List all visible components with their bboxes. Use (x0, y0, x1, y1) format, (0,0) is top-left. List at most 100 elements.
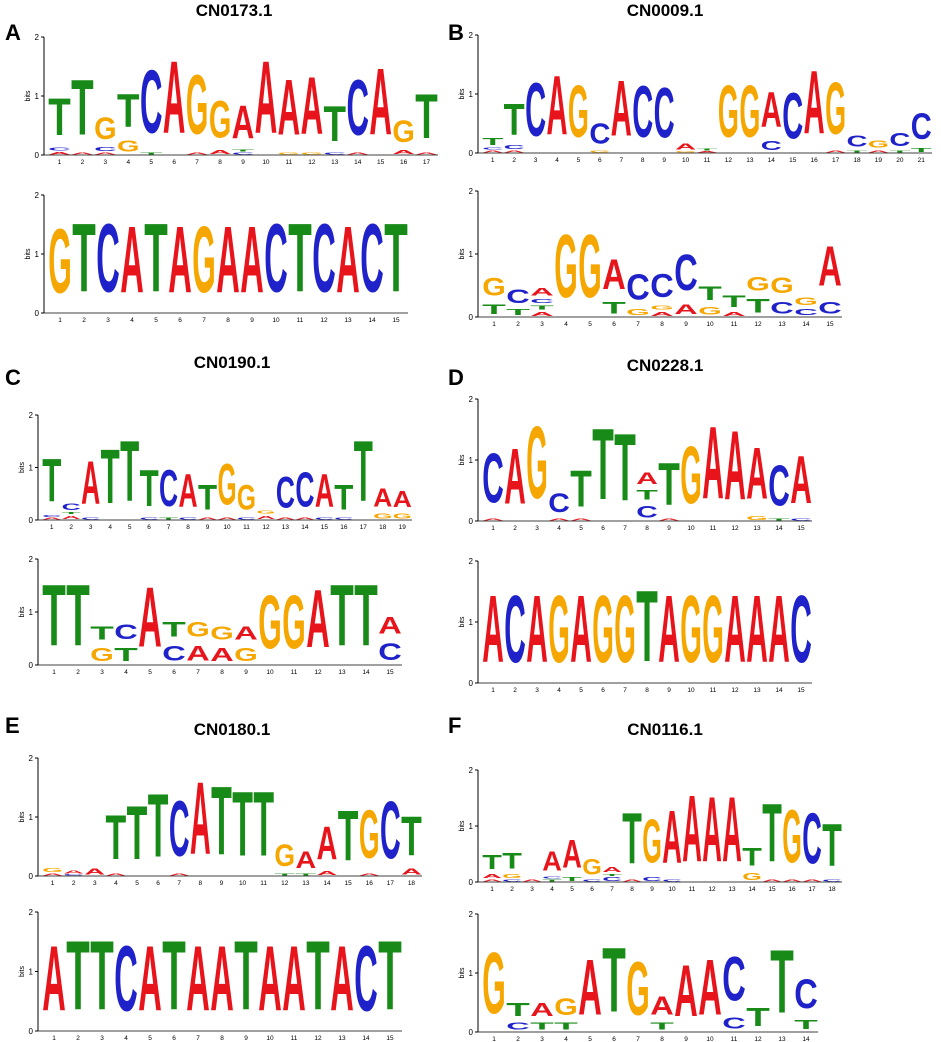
logo-letter-C: C (232, 152, 255, 155)
logo-letter-C: C (542, 877, 562, 880)
y-tick-label: 0 (469, 313, 474, 322)
sequence-logo: bits0121A2T3T4C5A6T7A8A9T10A11A12T13A14C… (19, 908, 402, 1042)
x-tick-label: 4 (124, 669, 128, 676)
logo-letter-A: A (240, 208, 264, 314)
logo-letter-C: C (504, 144, 525, 150)
x-tick-label: 1 (492, 1036, 496, 1042)
y-tick-label: 0 (29, 661, 34, 670)
logo-letter-A: A (702, 406, 724, 521)
logo-letter-A: A (658, 576, 680, 683)
x-tick-label: 8 (199, 880, 203, 887)
x-tick-label: 6 (612, 321, 616, 328)
x-tick-label: 3 (104, 159, 108, 166)
logo-letter-C: C (602, 877, 622, 883)
logo-letter-G: G (825, 67, 846, 149)
panel-title: CN0228.1 (627, 356, 704, 375)
logo-letter-C: C (81, 517, 101, 520)
logo-letter-C: C (324, 152, 347, 155)
x-tick-label: 2 (513, 525, 517, 532)
logo-letter-T: T (530, 304, 554, 310)
logo-letter-T: T (822, 812, 842, 879)
logo-letter-G: G (373, 512, 392, 520)
logo-letter-A: A (48, 151, 71, 155)
x-tick-label: 19 (399, 524, 407, 531)
x-tick-label: 12 (725, 157, 733, 164)
x-tick-label: 11 (731, 321, 738, 328)
x-tick-label: 3 (540, 1036, 544, 1042)
x-tick-label: 4 (108, 524, 112, 531)
logo-letter-T: T (698, 283, 722, 305)
logo-letter-A: A (482, 874, 502, 880)
logo-letter-A: A (210, 926, 234, 1030)
logo-letter-G: G (209, 92, 231, 150)
y-tick-label: 2 (29, 908, 34, 917)
logo-letter-C: C (782, 79, 803, 153)
logo-letter-T: T (106, 802, 127, 873)
x-tick-label: 8 (630, 886, 634, 893)
y-tick-label: 2 (35, 191, 40, 200)
logo-letter-A: A (722, 779, 742, 882)
logo-letter-A: A (71, 152, 94, 155)
x-tick-label: 18 (408, 880, 416, 887)
x-tick-label: 10 (687, 525, 695, 532)
y-tick-label: 1 (35, 250, 40, 259)
logo-letter-A: A (359, 873, 380, 876)
y-axis-label: bits (459, 967, 466, 978)
x-tick-label: 3 (106, 317, 110, 324)
logo-letter-T: T (746, 295, 770, 317)
panel-title: CN0009.1 (627, 1, 704, 20)
logo-letter-A: A (782, 879, 802, 882)
logo-letter-A: A (42, 517, 62, 520)
y-axis-label: bits (459, 820, 466, 831)
x-tick-label: 10 (239, 880, 247, 887)
logo-letter-G: G (258, 581, 282, 665)
y-tick-label: 2 (29, 555, 34, 564)
logo-letter-A: A (138, 570, 162, 665)
y-tick-label: 0 (29, 1027, 34, 1036)
x-tick-label: 17 (808, 886, 816, 893)
logo-letter-G: G (675, 151, 696, 153)
logo-letter-A: A (697, 151, 718, 153)
x-tick-label: 8 (660, 1036, 664, 1042)
x-tick-label: 5 (570, 886, 574, 893)
logo-letter-G: G (482, 934, 506, 1032)
logo-letter-T: T (90, 623, 114, 644)
logo-letter-C: C (847, 132, 868, 150)
logo-letter-A: A (611, 64, 632, 153)
logo-letter-C: C (312, 204, 336, 313)
logo-letter-A: A (210, 644, 234, 665)
logo-letter-A: A (522, 879, 542, 882)
logo-letter-A: A (650, 991, 674, 1020)
logo-letter-C: C (911, 107, 932, 148)
logo-letter-A: A (186, 926, 210, 1030)
y-tick-label: 2 (35, 33, 40, 42)
logo-letter-T: T (162, 920, 186, 1031)
x-tick-label: 5 (154, 317, 158, 324)
x-tick-label: 4 (114, 880, 118, 887)
x-tick-label: 15 (386, 669, 394, 676)
x-tick-label: 14 (301, 524, 309, 531)
logo-letter-C: C (794, 970, 818, 1017)
logo-letter-G: G (568, 70, 589, 152)
x-tick-label: 15 (789, 157, 797, 164)
logo-letter-G: G (392, 115, 414, 149)
logo-letter-G: G (90, 644, 114, 665)
x-tick-label: 5 (579, 525, 583, 532)
x-tick-label: 9 (684, 321, 688, 328)
x-tick-label: 7 (636, 1036, 640, 1042)
logo-letter-A: A (818, 234, 842, 298)
x-tick-label: 1 (491, 157, 495, 164)
logo-letter-T: T (42, 447, 61, 515)
x-tick-label: 15 (826, 321, 834, 328)
y-axis-label: bits (19, 966, 26, 977)
x-tick-label: 14 (362, 1035, 370, 1042)
y-tick-label: 1 (469, 456, 474, 465)
y-axis-label: bits (459, 248, 466, 259)
x-tick-label: 6 (590, 886, 594, 893)
x-tick-label: 6 (172, 669, 176, 676)
x-tick-label: 8 (218, 159, 222, 166)
x-tick-label: 6 (172, 1035, 176, 1042)
logo-letter-T: T (911, 147, 932, 153)
x-tick-label: 9 (662, 157, 666, 164)
